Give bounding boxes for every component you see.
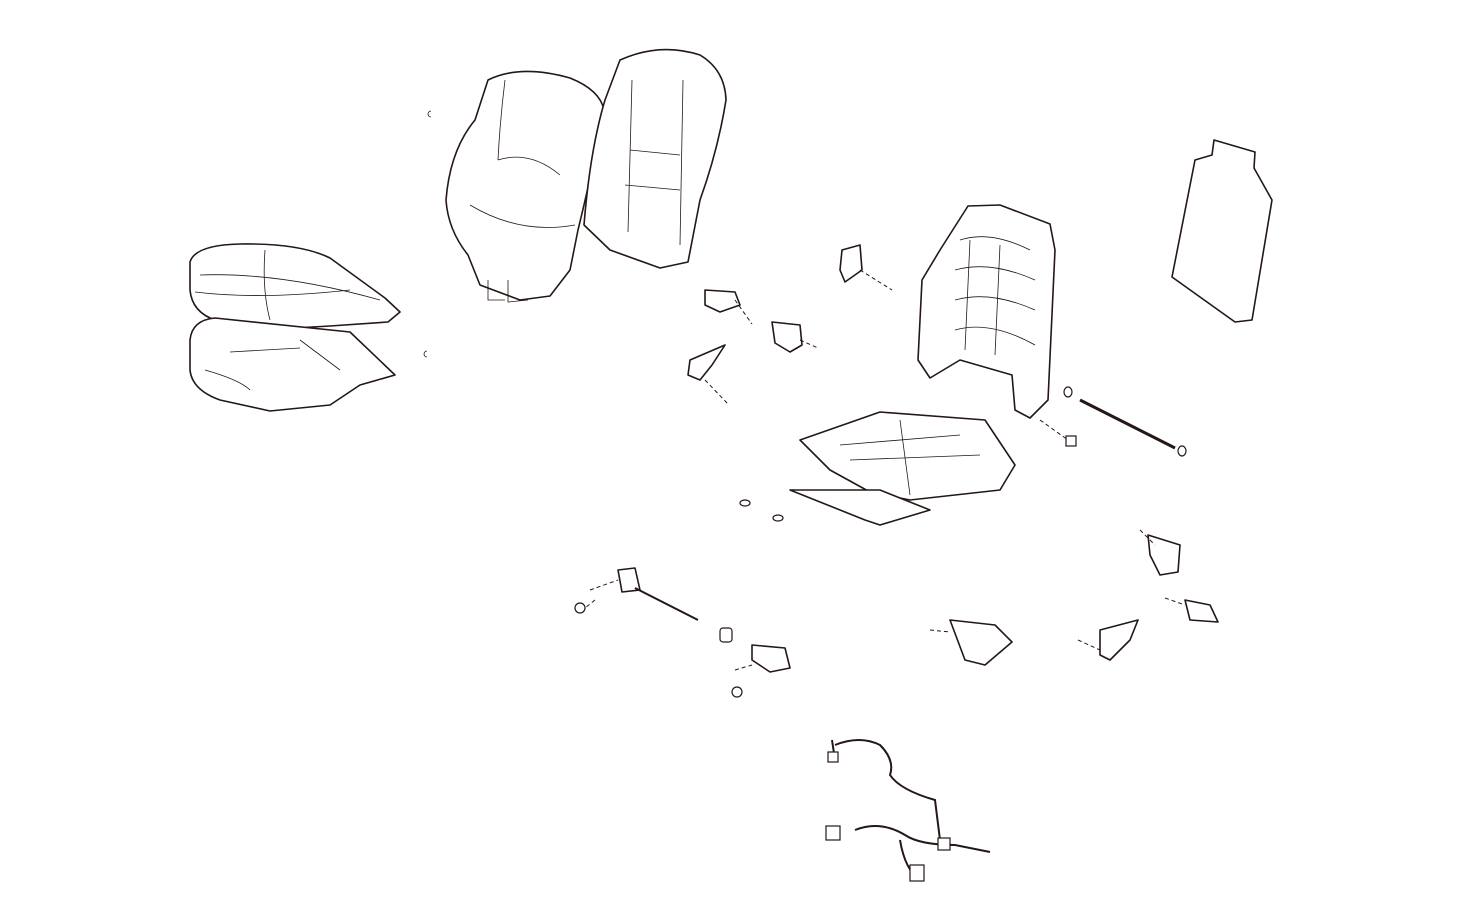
- recliner-rod: [1079, 398, 1176, 450]
- washer: [1177, 445, 1187, 457]
- seatback-cover: [445, 70, 605, 303]
- hog-ring-clip: [423, 350, 428, 358]
- seat-cushion-cover: [189, 243, 401, 331]
- seat-adjuster-frame: [789, 411, 1016, 526]
- seat-wire-harness: [825, 739, 991, 882]
- hog-ring-clip: [427, 110, 432, 118]
- seatback-board: [1171, 139, 1273, 323]
- seatback-frame: [917, 204, 1056, 419]
- seat-cushion-pad: [189, 317, 396, 412]
- seatback-pad: [583, 48, 727, 269]
- small-parts: [574, 244, 1219, 698]
- washer: [1063, 386, 1073, 398]
